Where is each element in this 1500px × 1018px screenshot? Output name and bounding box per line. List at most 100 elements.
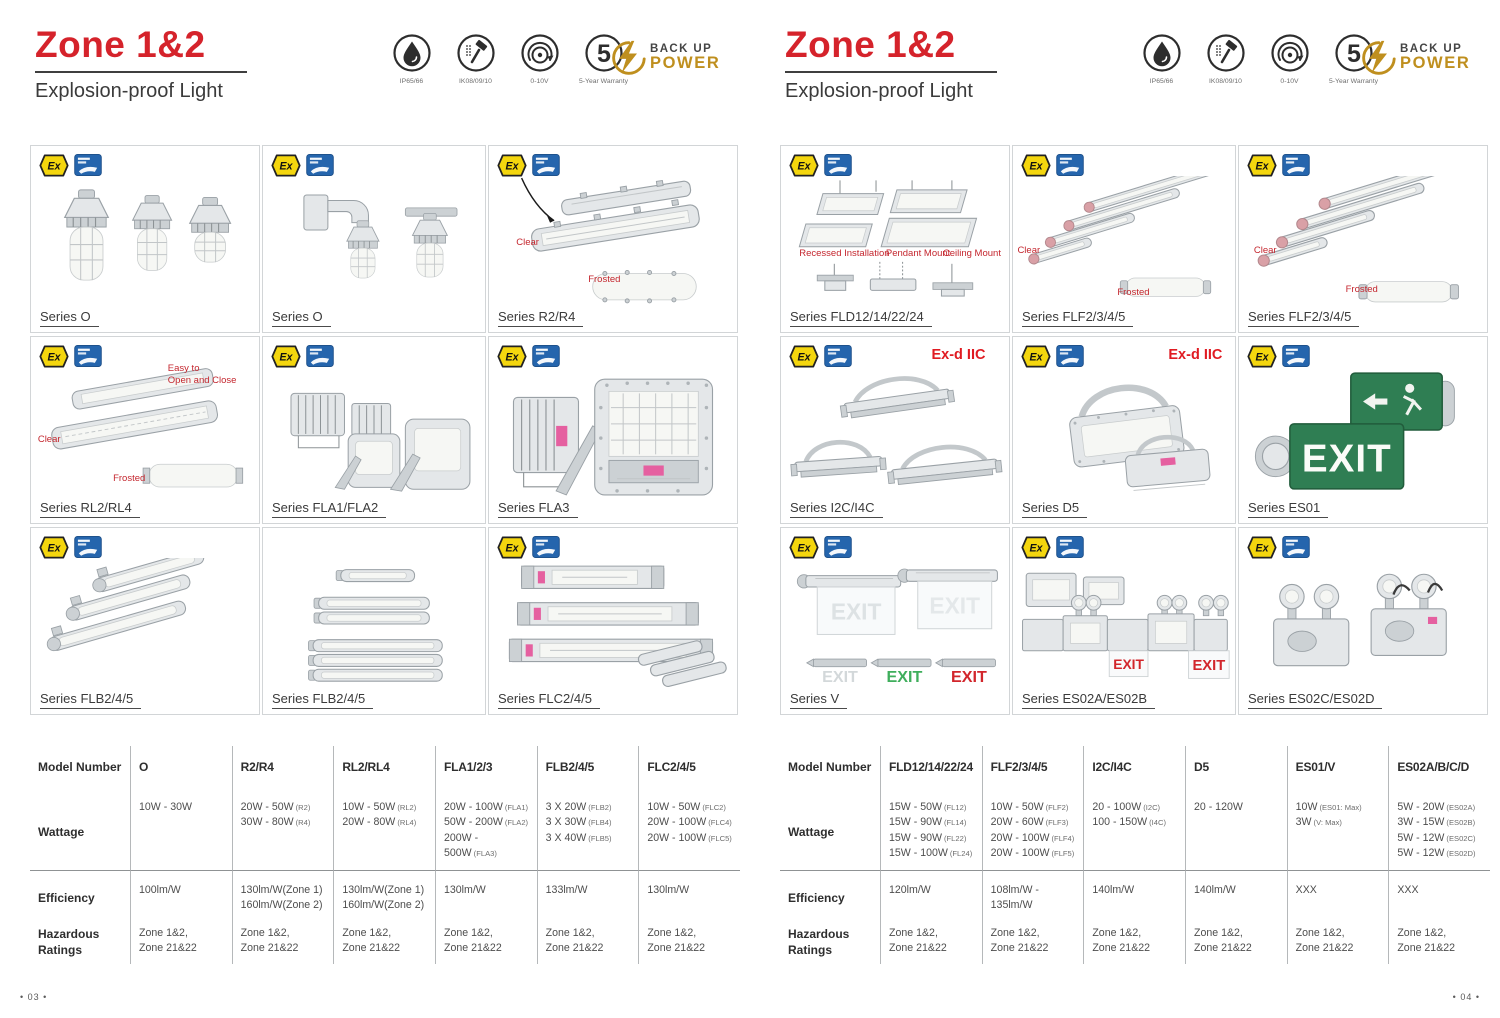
wattage-line: 20W - 100W(FLA1) bbox=[444, 800, 533, 815]
impact-rating-icon: IK08/09/10 bbox=[1198, 33, 1253, 85]
efficiency-line: 160lm/W(Zone 2) bbox=[240, 899, 323, 912]
wattage-line: 10W - 50W(FLC2) bbox=[647, 800, 736, 815]
hazardous-line: Zone 21&22 bbox=[889, 942, 947, 955]
svg-text:Ex: Ex bbox=[506, 542, 520, 554]
spec-cell: FLC2/4/5 bbox=[638, 746, 740, 790]
wattage-value: 3 X 20W bbox=[545, 801, 587, 813]
atex-ex-icon: Ex bbox=[1021, 154, 1051, 177]
backup-power-line1: BACK UP bbox=[1400, 43, 1463, 56]
product-art-svg bbox=[1028, 163, 1220, 297]
dimmable-icon bbox=[1270, 34, 1309, 72]
product-annotation: Recessed Installation bbox=[799, 248, 890, 260]
spec-row-header: Wattage bbox=[788, 825, 835, 840]
wattage-value: 20 - 100W bbox=[1092, 801, 1142, 813]
spec-cell: R2/R4 bbox=[231, 746, 334, 790]
product-art-svg bbox=[798, 180, 978, 297]
product-annotation: Clear bbox=[516, 237, 539, 249]
badge-label: 0-10V bbox=[530, 78, 549, 85]
wattage-line: 3 X 20W(FLB2) bbox=[546, 800, 635, 815]
wattage-model-suffix: (R4) bbox=[295, 818, 311, 828]
cert-badges: Ex bbox=[789, 345, 852, 368]
svg-text:EXIT: EXIT bbox=[1113, 656, 1144, 672]
atex-ex-icon: Ex bbox=[497, 536, 527, 559]
spec-cell: Zone 1&2,Zone 21&22 bbox=[880, 918, 982, 964]
hazardous-line: Zone 21&22 bbox=[545, 942, 604, 955]
atex-ex-icon: Ex bbox=[39, 154, 69, 177]
impact-rating-icon: IK08/09/10 bbox=[448, 33, 503, 85]
spec-cell: Zone 1&2,Zone 21&22 bbox=[536, 918, 639, 964]
cert-badges: Ex bbox=[1247, 536, 1310, 559]
hazardous-line: Zone 21&22 bbox=[1092, 942, 1151, 955]
product-illustration bbox=[35, 367, 255, 499]
product-illustration bbox=[785, 176, 1005, 308]
spec-cell: Zone 1&2,Zone 21&22 bbox=[1083, 918, 1185, 964]
backup-power-text: BACK UP POWER bbox=[650, 43, 720, 72]
atex-ex-icon: Ex bbox=[497, 154, 527, 177]
wattage-line: 5W - 20W(ES02A) bbox=[1397, 800, 1486, 815]
wattage-model-suffix: (FLF4) bbox=[1051, 833, 1075, 843]
product-art-svg bbox=[51, 368, 244, 488]
warranty-icon: 5 bbox=[1334, 34, 1373, 72]
wattage-value: 10W bbox=[1295, 801, 1318, 813]
product-illustration: EXIT bbox=[1243, 367, 1483, 499]
wattage-model-suffix: (FL24) bbox=[949, 849, 973, 859]
spec-cell: 20W - 100W(FLA1)50W - 200W(FLA2)200W - 5… bbox=[434, 790, 537, 870]
atex-ex-icon: Ex bbox=[789, 154, 819, 177]
svg-text:Ex: Ex bbox=[280, 351, 294, 363]
lightning-bolt-icon bbox=[1362, 40, 1396, 75]
efficiency-line: 100lm/W bbox=[139, 884, 181, 896]
wattage-line: 20W - 60W(FLF3) bbox=[991, 815, 1080, 830]
wattage-value: 3W - 15W bbox=[1397, 816, 1445, 829]
wattage-model-suffix: (FLF2) bbox=[1045, 803, 1069, 812]
spec-cell: RL2/RL4 bbox=[333, 746, 435, 790]
product-art-svg bbox=[1273, 573, 1447, 667]
product-art-svg bbox=[790, 376, 1003, 485]
certification-icon bbox=[1282, 345, 1310, 367]
wattage-line: 15W - 90W(FL14) bbox=[889, 815, 978, 830]
certification-icon bbox=[824, 536, 852, 558]
product-illustration bbox=[267, 367, 481, 499]
series-label: Series ES02A/ES02B bbox=[1022, 691, 1156, 709]
badge-label: 5-Year Warranty bbox=[579, 78, 628, 85]
hazardous-line: Zone 21&22 bbox=[139, 942, 197, 955]
product-annotation: Frosted bbox=[588, 274, 621, 286]
wattage-model-suffix: (I4C) bbox=[1149, 818, 1166, 828]
product-annotation: Ex-d IIC bbox=[1168, 347, 1223, 364]
certification-icon bbox=[532, 345, 560, 367]
spec-cell: Zone 1&2,Zone 21&22 bbox=[333, 918, 435, 964]
efficiency-line: 140lm/W bbox=[1193, 884, 1236, 896]
efficiency-line: XXX bbox=[1295, 884, 1317, 896]
product-art-svg bbox=[1257, 155, 1469, 303]
page-number: • 03 • bbox=[20, 992, 48, 1002]
spec-cell: 130lm/W(Zone 1)160lm/W(Zone 2) bbox=[333, 870, 435, 918]
product-annotation: Frosted bbox=[1117, 287, 1150, 299]
wattage-value: 5W - 20W bbox=[1397, 801, 1445, 813]
wattage-value: 15W - 50W bbox=[889, 801, 942, 813]
product-cell: Series FLB2/4/5 bbox=[262, 527, 486, 715]
hazardous-line: Zone 21&22 bbox=[342, 942, 401, 955]
badge-label: IK08/09/10 bbox=[459, 78, 492, 85]
svg-text:Ex: Ex bbox=[506, 160, 520, 172]
spec-row-header: Efficiency bbox=[30, 870, 130, 918]
efficiency-line: 108lm/W - 135lm/W bbox=[990, 884, 1039, 912]
backup-power-logo: BACK UP POWER bbox=[1360, 40, 1470, 76]
impact-rating-icon bbox=[1206, 34, 1245, 72]
wattage-value: 50W - 200W bbox=[443, 816, 503, 829]
spec-cell: 140lm/W bbox=[1184, 870, 1287, 918]
cert-badges: Ex bbox=[789, 536, 852, 559]
certification-icon bbox=[306, 345, 334, 367]
cert-badges: Ex bbox=[497, 154, 560, 177]
certification-icon bbox=[1056, 536, 1084, 558]
efficiency-line: 160lm/W(Zone 2) bbox=[342, 899, 425, 912]
wattage-model-suffix: (FL22) bbox=[943, 833, 967, 843]
wattage-value: 10W - 50W bbox=[990, 801, 1044, 813]
lightning-bolt-icon bbox=[612, 40, 646, 75]
